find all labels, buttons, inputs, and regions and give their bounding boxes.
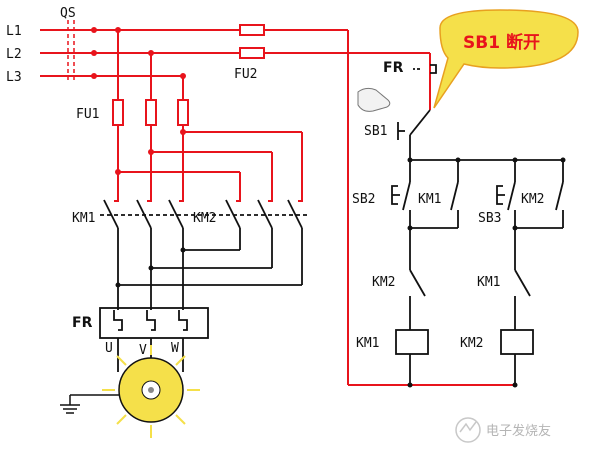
fu2-fuses [239, 24, 265, 59]
label-km1-interlock: KM1 [477, 275, 500, 290]
label-l2: L2 [6, 47, 22, 62]
label-qs: QS [60, 6, 76, 21]
label-sb1: SB1 [364, 124, 387, 139]
label-fr-top: FR [383, 60, 404, 76]
power-wires [40, 29, 515, 386]
label-km2-main: KM2 [193, 211, 216, 226]
watermark: 电子发烧友 [455, 417, 551, 443]
label-km1-hold: KM1 [418, 192, 441, 207]
main-junctions [115, 247, 186, 288]
motor [60, 345, 200, 438]
label-sb2: SB2 [352, 192, 375, 207]
label-km1-main: KM1 [72, 211, 95, 226]
callout-text: SB1 断开 [463, 32, 540, 53]
label-fr-main: FR [72, 315, 93, 331]
label-v: V [139, 343, 147, 358]
fu1-fuses [112, 99, 189, 126]
label-u: U [105, 341, 113, 356]
junction-dots [91, 27, 186, 175]
callout-bubble [433, 9, 579, 109]
control-junctions [407, 157, 566, 388]
main-contacts [100, 199, 310, 310]
watermark-text: 电子发烧友 [486, 423, 551, 439]
label-km2-interlock: KM2 [372, 275, 395, 290]
label-l1: L1 [6, 24, 22, 39]
label-fu1: FU1 [76, 107, 99, 122]
label-fu2: FU2 [234, 67, 257, 82]
qs-switch [67, 20, 75, 80]
label-km1-coil: KM1 [356, 336, 379, 351]
label-sb3: SB3 [478, 211, 501, 226]
label-km2-hold: KM2 [521, 192, 544, 207]
control-circuit [391, 64, 565, 385]
hand-icon [357, 87, 391, 112]
label-km2-coil: KM2 [460, 336, 483, 351]
fr-relay [99, 307, 209, 372]
label-w: W [171, 341, 179, 356]
contact-hooks [114, 195, 303, 202]
label-l3: L3 [6, 70, 22, 85]
